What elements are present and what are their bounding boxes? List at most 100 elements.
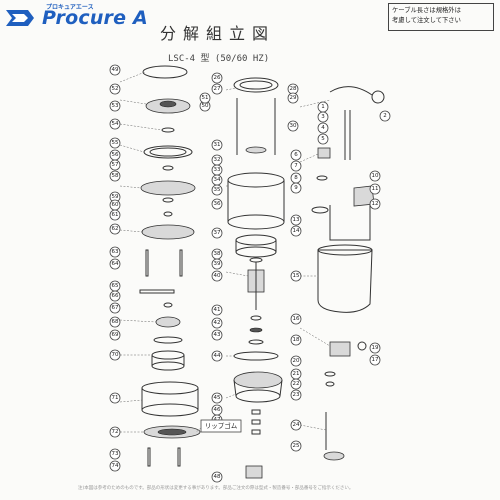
part-number-badge: 26 — [211, 72, 223, 84]
part-number-badge: 20 — [290, 355, 302, 367]
part-number-badge: 61 — [109, 209, 121, 221]
lip-rubber-callout: リップゴム — [195, 419, 242, 433]
part-number-label: 39 — [214, 261, 221, 267]
part-number-badge: 54 — [109, 118, 121, 130]
part-73-bolt — [147, 447, 151, 467]
part-number-badge: 44 — [211, 350, 223, 362]
part-number-label: 59 — [112, 194, 119, 200]
part-18-switch-box — [329, 341, 351, 357]
leader-lines — [119, 71, 331, 433]
part-number-badge: 74 — [109, 460, 121, 472]
part-72-lip-rubber-inner — [157, 428, 187, 436]
part-number-label: 42 — [214, 320, 221, 326]
note-box: ケーブル長さは規格外は 考慮して注文して下さい — [388, 3, 494, 31]
part-number-badge: 29 — [287, 92, 299, 104]
part-number-label: 63 — [112, 249, 119, 255]
part-67-nut — [163, 302, 173, 308]
part-number-badge: 31 — [211, 139, 223, 151]
part-number-label: 62 — [112, 226, 119, 232]
note-line-2: 考慮して注文して下さい — [392, 17, 461, 24]
part-number-label: 60 — [112, 202, 119, 208]
part-number-badge: 37 — [211, 227, 223, 239]
part-number-label: 40 — [214, 273, 221, 279]
part-number-badge: 25 — [290, 440, 302, 452]
part-number-badge: 33 — [211, 164, 223, 176]
part-number-badge: 28 — [287, 83, 299, 95]
part-19-float — [357, 341, 367, 351]
part-6-cable-gland — [317, 147, 331, 159]
part-number-label: 33 — [214, 167, 221, 173]
part-number-label: 49 — [112, 67, 119, 73]
part-22-nut — [325, 381, 335, 387]
part-12-ring — [311, 206, 329, 214]
part-number-label: 24 — [293, 422, 300, 428]
part-number-badge: 59 — [109, 191, 121, 203]
part-number-label: 32 — [214, 157, 221, 163]
part-54-washer — [161, 127, 175, 133]
part-number-badge: 1 — [317, 101, 329, 113]
part-number-label: 56 — [112, 152, 119, 158]
part-number-label: 13 — [293, 217, 300, 223]
part-number-label: 6 — [294, 152, 298, 158]
part-number-badge: 68 — [109, 316, 121, 328]
part-number-badge: 34 — [211, 174, 223, 186]
part-number-label: 37 — [214, 230, 221, 236]
part-16-housing — [317, 249, 373, 313]
part-number-badge: 15 — [290, 270, 302, 282]
part-number-label: 72 — [112, 429, 119, 435]
part-number-badge: 24 — [290, 419, 302, 431]
part-number-label: 26 — [214, 75, 221, 81]
part-64-bolt — [179, 249, 183, 277]
part-55-gasket-inner — [149, 147, 187, 157]
part-number-label: 27 — [214, 86, 221, 92]
part-59-washer — [162, 197, 174, 203]
part-number-badge: 7 — [290, 160, 302, 172]
part-71-strainer-top — [141, 381, 199, 395]
part-number-label: 38 — [214, 251, 221, 257]
part-number-label: 34 — [214, 177, 221, 183]
part-number-label: 35 — [214, 187, 221, 193]
part-63-bolt — [145, 249, 149, 277]
part-68-impeller — [155, 316, 181, 328]
part-number-label: 5 — [321, 136, 325, 142]
part-62-impeller-plate — [141, 224, 195, 240]
part-58-disk — [140, 180, 196, 196]
note-line-1: ケーブル長さは規格外は — [392, 7, 461, 14]
part-number-label: 55 — [112, 140, 119, 146]
part-number-badge: 70 — [109, 349, 121, 361]
part-50-base — [245, 465, 263, 479]
part-number-label: 3 — [321, 114, 325, 120]
part-37-ring — [235, 234, 277, 246]
part-number-badge: 39 — [211, 258, 223, 270]
part-number-badge: 45 — [211, 392, 223, 404]
part-number-label: 53 — [112, 103, 119, 109]
part-45-casing-top — [233, 371, 283, 389]
part-41-washer — [250, 315, 262, 321]
part-26-top-cap-inner — [239, 80, 273, 90]
part-number-label: 61 — [112, 212, 119, 218]
part-number-badge: 22 — [290, 378, 302, 390]
part-number-label: 7 — [294, 163, 298, 169]
part-number-label: 23 — [293, 392, 300, 398]
logo-wordmark: Procure A — [42, 7, 148, 29]
part-number-badge: 12 — [369, 198, 381, 210]
part-number-badge: 65 — [109, 280, 121, 292]
part-number-badge: 41 — [211, 304, 223, 316]
center-column-parts — [227, 77, 285, 479]
part-25-bracket — [323, 451, 345, 461]
part-number-badge: 57 — [109, 159, 121, 171]
part-number-badge: 40 — [211, 270, 223, 282]
part-number-badge: 5 — [317, 133, 329, 145]
part-number-label: 48 — [214, 474, 221, 480]
part-number-badge: 19 — [369, 342, 381, 354]
part-number-badge: 35 — [211, 184, 223, 196]
part-1-cable — [329, 86, 373, 96]
part-number-label: 71 — [112, 395, 119, 401]
part-70-sleeve-side — [151, 355, 185, 366]
part-number-label: 64 — [112, 261, 119, 267]
part-number-label: 46 — [214, 407, 221, 413]
part-26-top-cap — [233, 77, 279, 93]
part-43-seal — [248, 339, 264, 345]
